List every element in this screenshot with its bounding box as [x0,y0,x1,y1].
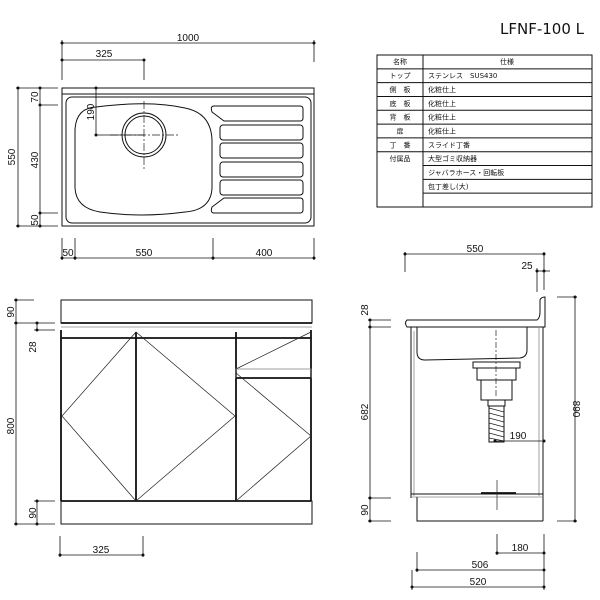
model-title: LFNF-100 L [500,20,585,38]
dim-side-plinth: 90 [360,504,371,516]
door-middle-swing [135,331,236,502]
spec-row-value: 化粧仕上 [428,127,456,136]
spec-row-name: 背 板 [390,113,411,122]
spec-row-value: 大型ゴミ収納器 [428,154,477,163]
side-view: 550 25 890 28 682 90 190 180 506 5 [360,244,581,590]
dim-rail: 28 [28,341,39,353]
spec-row-name: 付属品 [390,154,411,163]
dim-bowl-depth: 430 [30,151,41,168]
header-spec: 仕様 [500,57,514,66]
spec-table: 名称 仕様 トップステンレス SUS430側 板化粧仕上底 板化粧仕上背 板化粧… [376,54,593,208]
sink-bowl-side [416,327,528,361]
dim-back-margin: 70 [30,91,41,103]
spec-row-value: 包丁差し(大) [428,182,469,191]
dim-drain-from-back: 190 [510,431,527,442]
plinth-front [60,500,313,525]
header-name: 名称 [393,57,407,66]
dim-depth-total: 550 [7,148,18,165]
countertop-front [60,299,313,324]
dim-body-depth: 520 [470,577,487,588]
dim-side-depth: 550 [467,244,484,255]
dim-floor-drain: 180 [512,543,529,554]
dim-top-height: 90 [6,306,17,318]
dim-cabinet-height: 800 [6,417,17,434]
dim-inner-depth: 506 [472,560,489,571]
front-view-dimensions: 90 28 800 90 325 [6,298,145,557]
spec-row-name: 側 板 [390,85,411,94]
spec-row-value: ジャバラホース・回転板 [428,168,504,177]
spec-row-value: スライド丁番 [428,141,470,149]
dim-top-thickness: 28 [360,304,371,316]
dim-plinth: 90 [28,507,39,519]
front-view: 90 28 800 90 325 [6,298,313,557]
countertop-side [405,296,546,328]
sink-bowl [74,103,213,216]
spec-row-name: トップ [390,72,411,80]
dim-body-height: 682 [360,403,371,420]
plinth-side [416,497,543,522]
dim-backsplash: 25 [521,261,533,272]
drain-trap [472,330,521,443]
door-left-swing [61,331,137,502]
top-view-dimensions: 1000 325 550 70 430 50 190 50 550 400 [7,33,316,260]
dim-left-margin: 50 [62,248,74,259]
dim-drain-offset-x: 325 [96,49,113,60]
drainboard-ribs [210,105,304,214]
dim-total-height: 890 [570,401,581,418]
rim-outline [65,96,312,224]
side-view-dimensions: 550 25 890 28 682 90 190 180 506 5 [360,244,581,590]
dim-drainboard-width: 400 [256,248,273,259]
countertop-outline [61,87,315,227]
spec-row-name: 丁 番 [390,141,411,149]
spec-row-value: ステンレス SUS430 [428,72,497,80]
spec-row-value: 化粧仕上 [428,85,456,94]
drawer-swing [235,331,312,370]
spec-row-value: 化粧仕上 [428,113,456,122]
dim-width-total: 1000 [177,33,200,44]
dim-front-margin: 50 [30,214,41,226]
dim-bowl-width: 550 [136,248,153,259]
spec-row-name: 底 板 [390,99,411,108]
spec-row-value: 化粧仕上 [428,99,456,108]
floor-drain-mark [481,480,516,510]
dim-door-width: 325 [93,545,110,556]
dim-drain-offset-y: 190 [86,103,97,120]
top-view: 1000 325 550 70 430 50 190 50 550 400 [7,33,316,260]
door-right-swing [235,372,312,502]
spec-row-name: 扉 [397,127,404,136]
drain-outlet [110,101,179,170]
